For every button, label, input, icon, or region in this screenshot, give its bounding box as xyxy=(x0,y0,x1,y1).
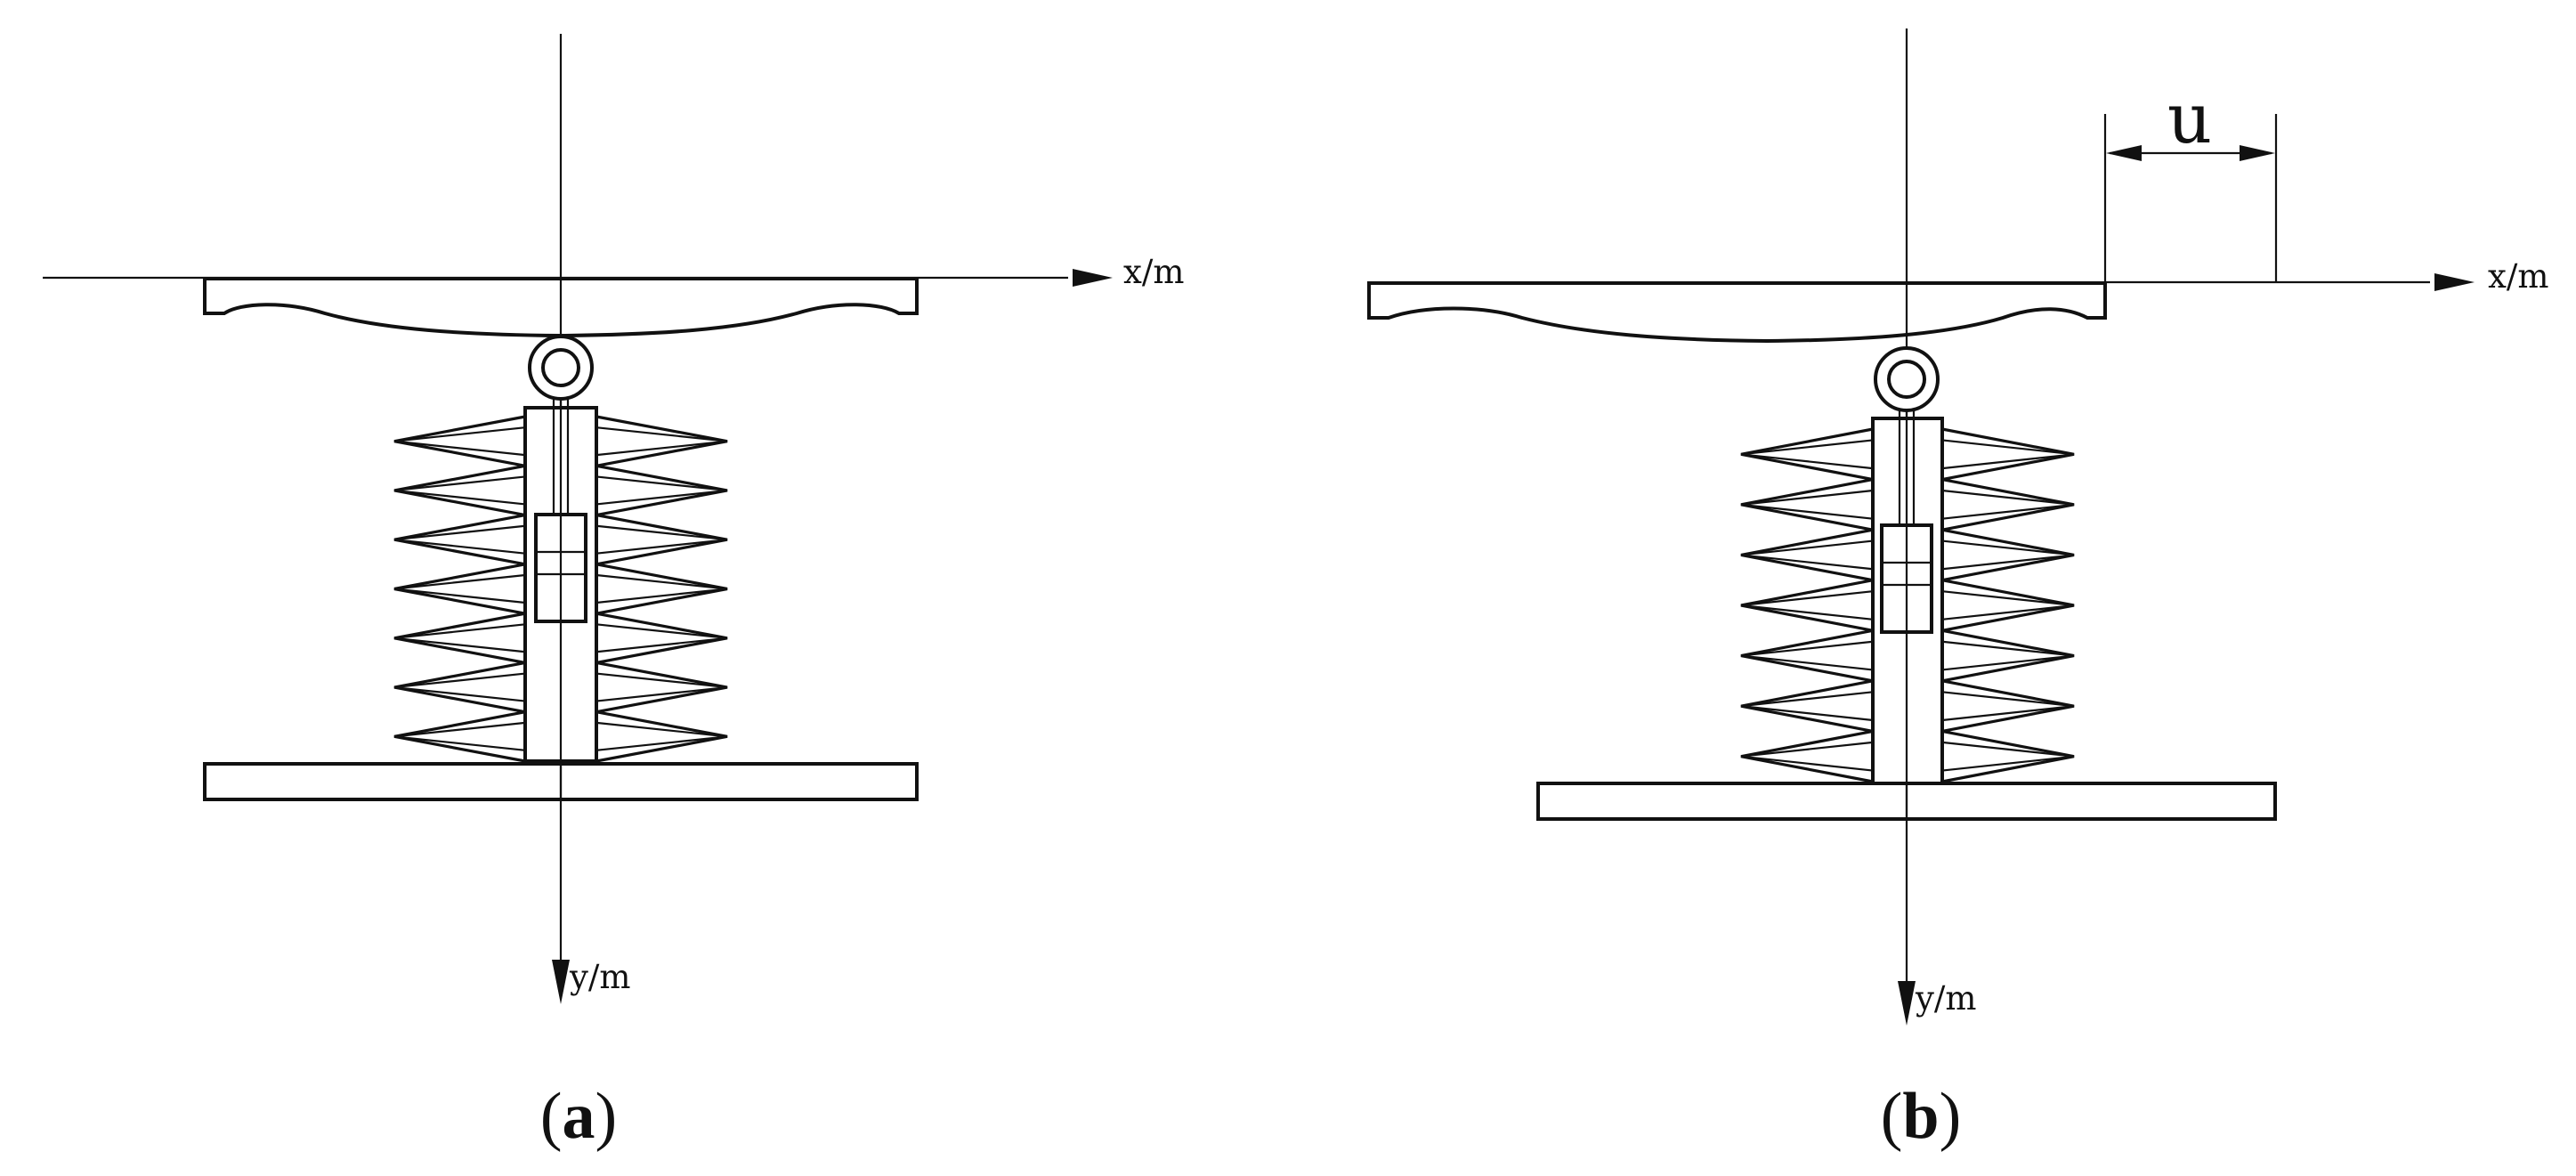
x-axis-label: x/m xyxy=(1123,253,1184,291)
caption-close-paren: ) xyxy=(595,1080,618,1153)
shed-fin xyxy=(1941,691,2075,722)
insulator-sheds xyxy=(393,415,728,763)
shed-fin xyxy=(1740,741,1874,772)
caption-letter: b xyxy=(1902,1080,1939,1153)
shed-fin xyxy=(595,623,728,653)
shed-fin xyxy=(1740,590,1874,620)
shed-fin xyxy=(595,672,728,702)
shed-fin xyxy=(1941,489,2075,520)
shed-fin xyxy=(1941,640,2075,671)
x-axis-arrow-icon xyxy=(2434,273,2475,291)
panel-a: x/m y/m (a) xyxy=(43,34,1184,1153)
x-axis-label: x/m xyxy=(2488,257,2548,296)
caption-open-paren: ( xyxy=(1881,1080,1903,1153)
shed-fin xyxy=(1941,741,2075,772)
shed-left-edge xyxy=(1740,427,1874,783)
dimension-arrow-left-icon xyxy=(2106,145,2142,161)
shed-fin xyxy=(595,475,728,506)
caption-a: (a) xyxy=(540,1080,617,1153)
shed-fin xyxy=(1941,590,2075,620)
pin-joint-inner xyxy=(1887,360,1926,399)
caption-b: (b) xyxy=(1881,1080,1961,1153)
displacement-label: u xyxy=(2167,79,2212,159)
shed-fin xyxy=(595,426,728,457)
x-axis-arrow-icon xyxy=(1073,269,1113,287)
shed-fin xyxy=(1740,539,1874,571)
shed-fin xyxy=(393,426,526,457)
shed-fin xyxy=(595,573,728,604)
shed-fin xyxy=(393,672,526,702)
caption-open-paren: ( xyxy=(540,1080,563,1153)
shed-right-edge xyxy=(1941,427,2075,783)
insulator-sheds xyxy=(1740,427,2075,783)
shed-fin xyxy=(1740,439,1874,470)
shed-fin xyxy=(1740,489,1874,520)
shed-fin xyxy=(595,524,728,555)
shed-fin xyxy=(595,721,728,751)
shed-fin xyxy=(393,721,526,751)
shed-left-edge xyxy=(393,415,526,763)
shed-fin xyxy=(393,623,526,653)
dimension-arrow-right-icon xyxy=(2240,145,2275,161)
shed-fin xyxy=(1740,691,1874,722)
y-axis-label: y/m xyxy=(1915,979,1976,1018)
y-axis-arrow-icon xyxy=(552,960,570,1004)
shed-fin xyxy=(1941,539,2075,571)
pin-joint-inner xyxy=(541,348,580,387)
shed-right-edge xyxy=(595,415,728,763)
caption-letter: a xyxy=(563,1080,595,1153)
shed-fin xyxy=(393,475,526,506)
y-axis-arrow-icon xyxy=(1898,981,1916,1026)
y-axis-label: y/m xyxy=(569,958,630,996)
shed-fin xyxy=(1941,439,2075,470)
panel-b: x/m y/m u (b) xyxy=(1367,28,2548,1153)
top-beam xyxy=(1367,281,2107,344)
caption-close-paren: ) xyxy=(1940,1080,1962,1153)
shed-fin xyxy=(1740,640,1874,671)
shed-fin xyxy=(393,524,526,555)
shed-fin xyxy=(393,573,526,604)
